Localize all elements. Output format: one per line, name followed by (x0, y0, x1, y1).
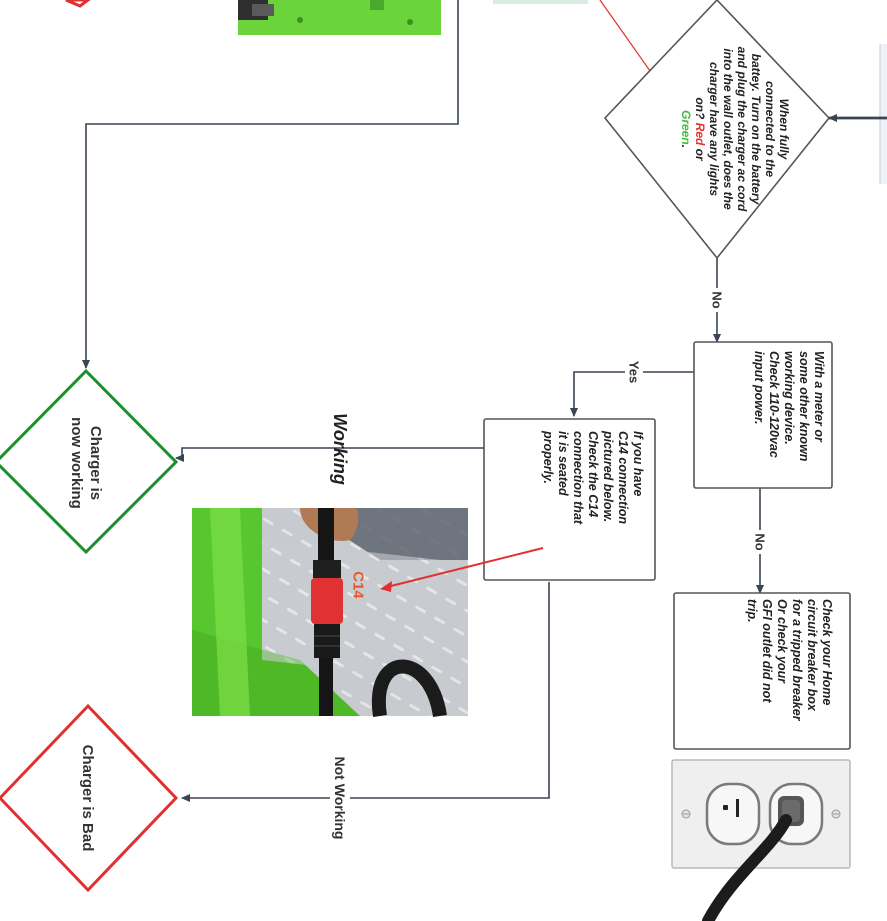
not-working-label-bg (330, 740, 350, 852)
outlet-receptacle-lower (705, 782, 761, 846)
decision-line-8: Green. (679, 110, 693, 148)
decision-line-2: connected to the (763, 81, 777, 177)
c14-check-box (483, 418, 656, 581)
c14-photo-label: C14 (350, 571, 367, 599)
breaker-line-2: circuit breaker box (805, 599, 819, 712)
c14-line-5: connection that (571, 431, 585, 525)
power-cord (702, 814, 792, 921)
meter-line-3: working device. (782, 351, 796, 445)
meter-line-1: With a meter or (812, 351, 826, 443)
decision-line-3: battey. Turn on the battery (749, 54, 763, 206)
decision-line-7: on? Red or (693, 97, 707, 162)
no-label-bg-2 (751, 530, 769, 554)
result-good-text: Charger is now working (68, 417, 104, 509)
meter-line-4: Check 110-120vac (767, 351, 781, 458)
c14-line-6: it is seated (556, 431, 570, 496)
right-edge-box-fragment (879, 44, 887, 184)
breaker-check-text: Check your Home circuit breaker box for … (745, 599, 834, 722)
edge-label-no-2: No (753, 533, 768, 550)
result-good-line-2: now working (68, 417, 85, 509)
connector-photo-to-good (82, 0, 459, 369)
decision-lights-diamond (603, 0, 831, 260)
connector-c14-not-working (181, 582, 550, 802)
c14-annotation-arrow (382, 547, 544, 589)
edge-label-yes: Yes (627, 361, 642, 383)
c14-line-7: properly. (541, 430, 555, 484)
decision-red-word: Red (693, 123, 707, 146)
decision-or-text: or (693, 149, 707, 162)
top-right-image-fragment (493, 0, 656, 79)
decision-period: . (679, 145, 693, 148)
edge-label-not-working: Not Working (332, 757, 348, 840)
decision-green-word: Green (679, 110, 693, 145)
decision-line-4: and plug the charger ac cord (735, 47, 749, 212)
result-good-diamond (0, 368, 179, 555)
yes-label-bg (625, 359, 643, 385)
result-bad-diamond (0, 703, 179, 893)
decision-lights-text: When fully connected to the battey. Turn… (679, 47, 791, 212)
c14-line-3: pictured below. (601, 430, 615, 522)
decision-line-5: into the wall outlet, does the (721, 48, 735, 210)
breaker-line-5: GFI outlet did not (760, 599, 774, 703)
c14-line-1: If you have (631, 431, 645, 496)
breaker-line-6: trip. (745, 599, 759, 623)
meter-line-5: input power. (752, 351, 766, 425)
meter-line-2: some other known (797, 351, 811, 462)
connector-c14-working (175, 447, 484, 462)
top-product-photo-fragment (238, 0, 441, 35)
edge-label-working: Working (330, 413, 350, 485)
breaker-check-box (673, 592, 851, 750)
result-bad-text: Charger is Bad (79, 745, 96, 852)
wall-outlet-image (671, 759, 851, 921)
cropped-red-diamond-fragment (65, 0, 91, 8)
edge-label-no-1: No (710, 291, 725, 308)
connector-meter-yes (570, 371, 694, 417)
c14-line-2: C14 connection (616, 431, 630, 524)
decision-line-1: When fully (777, 99, 791, 161)
c14-line-4: Check the C14 (586, 431, 600, 517)
result-good-line-1: Charger is (87, 426, 104, 500)
no-label-bg-1 (708, 288, 726, 312)
breaker-line-4: Or check your (775, 599, 789, 684)
c14-check-text: If you have C14 connection pictured belo… (541, 430, 645, 525)
breaker-line-1: Check your Home (820, 599, 834, 705)
breaker-line-3: for a tripped breaker (790, 599, 804, 722)
meter-check-text: With a meter or some other known working… (752, 351, 826, 462)
c14-red-sleeve (311, 578, 343, 624)
c14-connector-photo (192, 508, 544, 718)
result-bad-line-1: Charger is Bad (79, 745, 96, 852)
decision-line-6: charger have any lights (707, 62, 721, 196)
decision-on-text: on? (693, 97, 707, 120)
meter-check-box (693, 341, 833, 489)
